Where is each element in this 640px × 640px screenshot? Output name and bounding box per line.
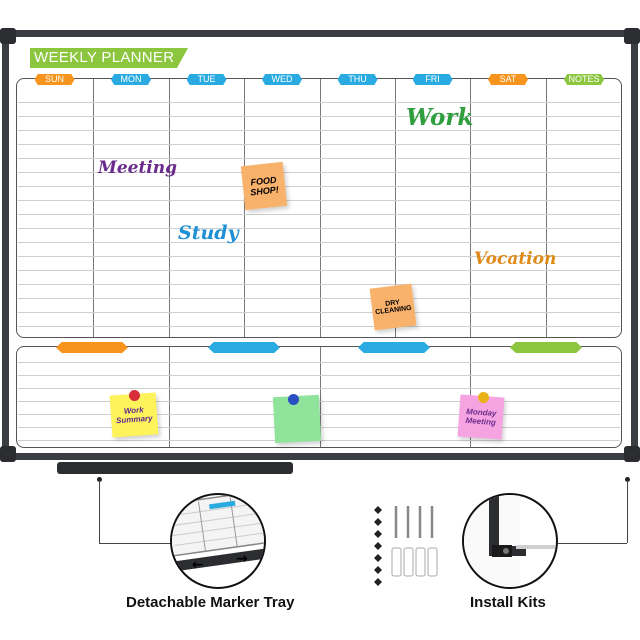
bottom-tab-4 — [510, 342, 582, 353]
grid-row-line — [18, 284, 620, 285]
grid-row-line — [18, 326, 620, 327]
grid-row-line — [18, 298, 620, 299]
leader-line — [558, 543, 627, 544]
handwriting-vocation: Vocation — [474, 249, 557, 269]
grid-row-line — [18, 144, 620, 145]
leader-line — [99, 480, 100, 543]
grid-row-line — [18, 172, 620, 173]
grid-row-line — [18, 200, 620, 201]
tray-detail-circle: ← → — [170, 493, 266, 589]
grid-column-divider — [395, 79, 396, 337]
clip-icon — [374, 554, 382, 562]
day-tab-tue — [186, 74, 227, 85]
grid-row-line — [18, 242, 620, 243]
leader-dot — [97, 477, 102, 482]
grid-row-line — [18, 214, 620, 215]
clip-icon — [374, 542, 382, 550]
grid-row-line — [18, 256, 620, 257]
bottom-grid — [16, 346, 622, 448]
frame-corner — [624, 28, 640, 44]
grid-row-line — [18, 186, 620, 187]
weekly-grid — [16, 78, 622, 338]
grid-row-line — [18, 130, 620, 131]
magnet-icon — [288, 394, 299, 405]
clip-icon — [374, 506, 382, 514]
leader-line — [99, 543, 171, 544]
day-tab-mon — [111, 74, 151, 85]
kit-detail-circle — [462, 493, 558, 589]
leader-line — [627, 480, 628, 543]
day-tab-sat — [488, 74, 528, 85]
grid-column-divider — [320, 79, 321, 337]
frame-corner — [624, 446, 640, 462]
handwriting-study: Study — [178, 222, 239, 244]
frame-corner — [0, 28, 16, 44]
day-label: SAT — [499, 74, 517, 84]
tray-detail-illustration — [172, 495, 264, 572]
right-arrow-icon: → — [236, 551, 248, 567]
sticky-note-dry-cleaning: DRY CLEANING — [369, 283, 417, 331]
clip-icon — [374, 566, 382, 574]
grid-column-divider — [169, 79, 170, 337]
bottom-tab-1 — [56, 342, 128, 353]
grid-column-divider — [470, 79, 471, 337]
handwriting-meeting: Meeting — [98, 158, 178, 178]
day-tab-notes — [564, 74, 604, 85]
handwriting-work: Work — [406, 104, 474, 131]
day-label: SUN — [44, 74, 64, 84]
grid-column-divider — [546, 79, 547, 337]
day-label: WED — [271, 74, 293, 84]
bottom-row-line — [18, 362, 620, 363]
caption-marker-tray: Detachable Marker Tray — [126, 594, 295, 611]
leader-dot — [625, 477, 630, 482]
grid-row-line — [18, 116, 620, 117]
bottom-row-line — [18, 388, 620, 389]
grid-column-divider — [93, 79, 94, 337]
day-tab-sun — [34, 74, 75, 85]
clip-icon — [374, 518, 382, 526]
marker-tray — [57, 462, 293, 474]
clip-icon — [374, 530, 382, 538]
day-label: THU — [348, 74, 367, 84]
frame-corner — [0, 446, 16, 462]
caption-install-kits: Install Kits — [470, 594, 546, 611]
day-tab-fri — [412, 74, 453, 85]
sticky-note-food-shop: FOOD SHOP! — [240, 161, 288, 211]
grid-row-line — [18, 158, 620, 159]
clip-icon — [374, 578, 382, 586]
grid-row-line — [18, 102, 620, 103]
screw-icon — [394, 506, 434, 538]
grid-row-line — [18, 312, 620, 313]
day-label: NOTES — [568, 74, 600, 84]
install-kit-illustration — [374, 506, 438, 586]
grid-row-line — [18, 228, 620, 229]
bottom-tab-2 — [208, 342, 280, 353]
title-banner — [30, 48, 188, 68]
bottom-tab-3 — [358, 342, 430, 353]
day-label: FRI — [425, 74, 440, 84]
grid-row-line — [18, 270, 620, 271]
day-tab-wed — [262, 74, 302, 85]
day-label: MON — [120, 74, 142, 84]
magnet-icon — [478, 392, 489, 403]
bottom-row-line — [18, 375, 620, 376]
day-label: TUE — [197, 74, 216, 84]
magnet-icon — [129, 390, 140, 401]
left-arrow-icon: ← — [192, 557, 204, 573]
anchor-icon — [391, 547, 438, 577]
corner-bracket-illustration — [464, 495, 556, 587]
bottom-column-divider — [320, 347, 321, 447]
planner-title: WEEKLY PLANNER — [34, 49, 175, 66]
bottom-column-divider — [169, 347, 170, 447]
day-tab-thu — [337, 74, 378, 85]
